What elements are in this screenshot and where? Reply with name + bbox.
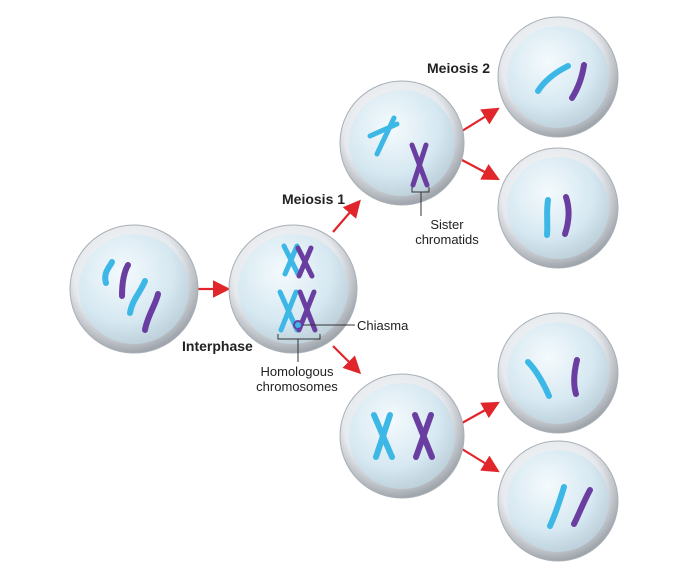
homologous-chromosomes-line2: chromosomes xyxy=(256,379,338,394)
arrow-meiosis1-to-lower-cell xyxy=(332,345,362,375)
chromatid-light xyxy=(374,115,397,157)
sister-chromatids-label: Sister chromatids xyxy=(402,217,492,247)
cell-meiosis1-upper xyxy=(339,80,465,216)
chromosome-dark xyxy=(571,357,580,397)
arrow-upper-to-top-right xyxy=(461,107,500,132)
chromosome-light xyxy=(544,197,551,238)
chromatid-dark xyxy=(410,142,429,188)
cell-gamete-4 xyxy=(497,440,619,562)
sister-chromatids-line2: chromatids xyxy=(415,232,479,247)
arrow-lower-to-third-right xyxy=(461,401,500,424)
homologous-bracket xyxy=(277,334,321,340)
meiosis1-label: Meiosis 1 xyxy=(282,191,346,207)
meiosis2-label: Meiosis 2 xyxy=(427,60,491,76)
cell-gamete-2 xyxy=(497,147,619,269)
cell-interphase xyxy=(69,224,199,354)
cell-gamete-1 xyxy=(497,16,619,138)
chromosome-dark xyxy=(119,262,131,299)
chiasma-marker xyxy=(293,320,303,330)
homologous-chromosomes-label: Homologous chromosomes xyxy=(242,364,352,394)
cell-gamete-3 xyxy=(497,312,619,434)
arrow-meiosis1-to-upper-cell xyxy=(332,199,361,233)
interphase-label: Interphase xyxy=(182,338,253,354)
chromosome-light xyxy=(127,278,148,316)
chromatid-dark xyxy=(296,245,314,279)
chromosome-dark xyxy=(142,291,161,333)
chromatid-dark xyxy=(413,412,434,460)
chromosome-dark xyxy=(569,62,587,101)
cell-meiosis1-lower xyxy=(339,373,465,499)
chromatid-light xyxy=(282,243,300,277)
chromosome-dark xyxy=(562,194,572,237)
chromosome-light xyxy=(535,63,571,94)
chromatid-light xyxy=(373,412,393,460)
chromosome-light xyxy=(547,484,567,529)
chromosome-light xyxy=(525,359,552,399)
chromosome-light xyxy=(102,259,115,286)
arrow-upper-to-second-right xyxy=(461,159,500,181)
sister-chromatids-line1: Sister xyxy=(430,217,464,232)
chromatid-light xyxy=(278,289,299,333)
homologous-chromosomes-line1: Homologous xyxy=(260,364,334,379)
cell-meiosis1 xyxy=(228,224,358,362)
arrows xyxy=(198,107,500,473)
chiasma-label: Chiasma xyxy=(357,318,409,333)
chromosome-dark xyxy=(571,487,593,527)
arrow-lower-to-bottom-right xyxy=(461,448,500,473)
